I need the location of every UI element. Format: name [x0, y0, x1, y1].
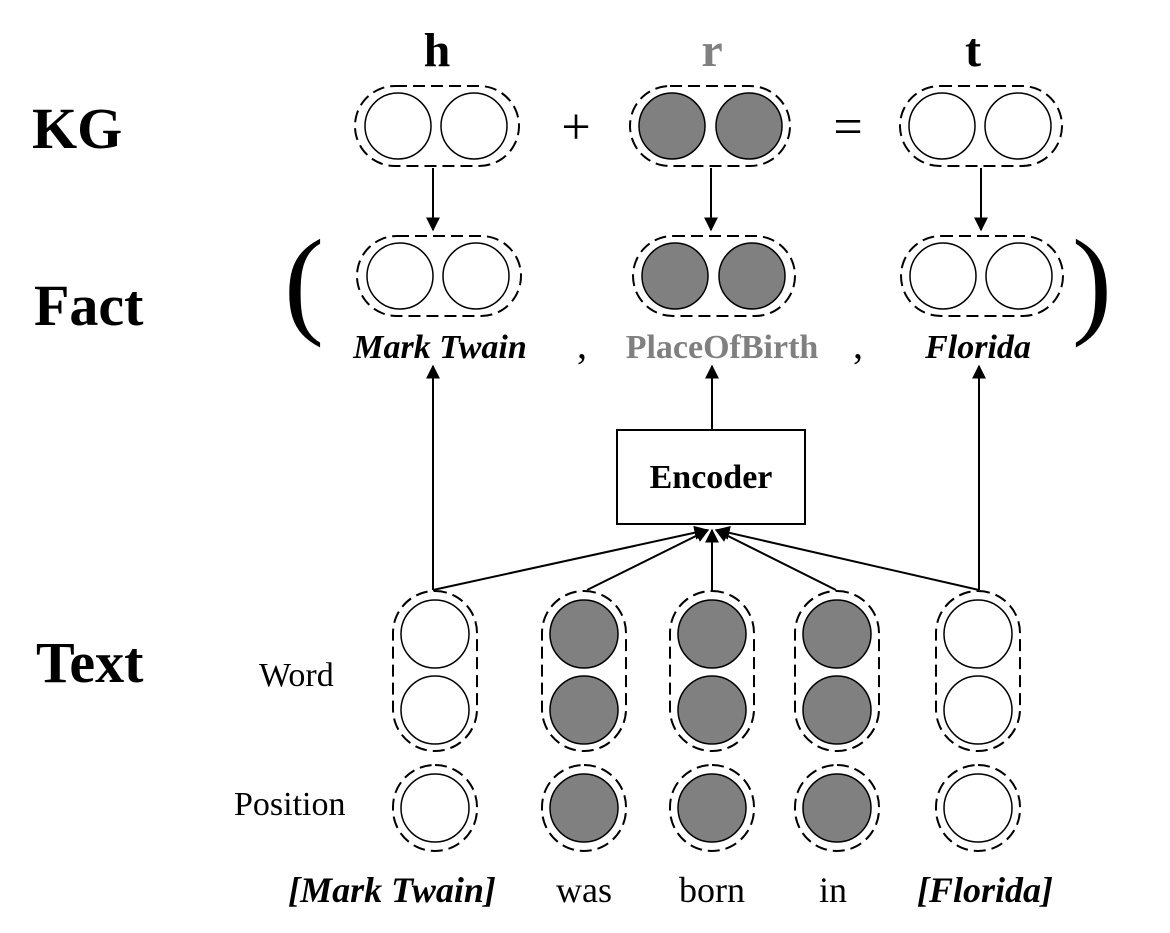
embedding-node [718, 242, 786, 310]
word-embedding-node [802, 599, 872, 669]
arrow-token-2-to-encoder [586, 529, 710, 591]
embedding-node [638, 92, 706, 160]
word-embedding-node [677, 599, 747, 669]
arrow-token-1-to-encoder [432, 525, 709, 591]
sentence-token-2: was [556, 870, 612, 910]
relation-symbol: r [701, 24, 722, 77]
equals-operator: = [833, 99, 862, 156]
arrow-token-4-to-encoder [714, 529, 837, 591]
row-label-position: Position [234, 786, 345, 823]
row-label-word: Word [259, 657, 334, 694]
position-embedding-node [943, 773, 1013, 843]
fact-relation-embedding [632, 235, 796, 317]
position-embedding-node [802, 773, 872, 843]
fact-open-paren: ( [284, 215, 324, 348]
sentence-token-4: in [819, 870, 847, 910]
position-embedding-node [677, 773, 747, 843]
sentence-token-1: [Mark Twain] [288, 870, 496, 910]
section-label-text: Text [36, 630, 144, 695]
fact-tail-embedding [900, 235, 1064, 317]
embedding-node [364, 92, 432, 160]
token-column-1 [392, 590, 478, 852]
sentence-token-3: born [679, 870, 745, 910]
kg-tail-embedding [899, 85, 1063, 167]
embedding-node [984, 92, 1052, 160]
word-embedding-node [802, 675, 872, 745]
word-embedding-node [943, 599, 1013, 669]
word-embedding-node [400, 675, 470, 745]
section-label-fact: Fact [34, 273, 144, 338]
embedding-node [715, 92, 783, 160]
head-symbol: h [424, 24, 451, 77]
token-column-3 [669, 590, 755, 852]
embedding-node [985, 242, 1053, 310]
encoder-box: Encoder [616, 429, 806, 525]
plus-operator: + [561, 99, 590, 156]
encoder-label: Encoder [650, 459, 773, 496]
embedding-node [909, 242, 977, 310]
embedding-node [908, 92, 976, 160]
fact-head-entity: Mark Twain [352, 329, 527, 366]
arrow-token-5-to-encoder [715, 525, 980, 591]
fact-close-paren: ) [1072, 215, 1112, 348]
section-label-kg: KG [32, 96, 122, 161]
sentence-token-5: [Florida] [917, 870, 1053, 910]
embedding-node [440, 92, 508, 160]
token-column-5 [935, 590, 1021, 852]
fact-comma-2: , [853, 322, 863, 367]
word-embedding-node [943, 675, 1013, 745]
word-embedding-node [549, 599, 619, 669]
position-embedding-node [400, 773, 470, 843]
fact-tail-entity: Florida [924, 329, 1031, 366]
fact-comma-1: , [577, 322, 587, 367]
fact-relation-label: PlaceOfBirth [626, 329, 819, 366]
kg-head-embedding [354, 85, 520, 167]
word-embedding-node [677, 675, 747, 745]
position-embedding-node [549, 773, 619, 843]
embedding-node [641, 242, 709, 310]
embedding-node [442, 242, 510, 310]
tail-symbol: t [965, 24, 981, 77]
kg-relation-embedding [629, 85, 791, 167]
word-embedding-node [400, 599, 470, 669]
token-column-4 [794, 590, 880, 852]
token-column-2 [541, 590, 627, 852]
word-embedding-node [549, 675, 619, 745]
embedding-node [366, 242, 434, 310]
fact-head-embedding [356, 235, 522, 317]
